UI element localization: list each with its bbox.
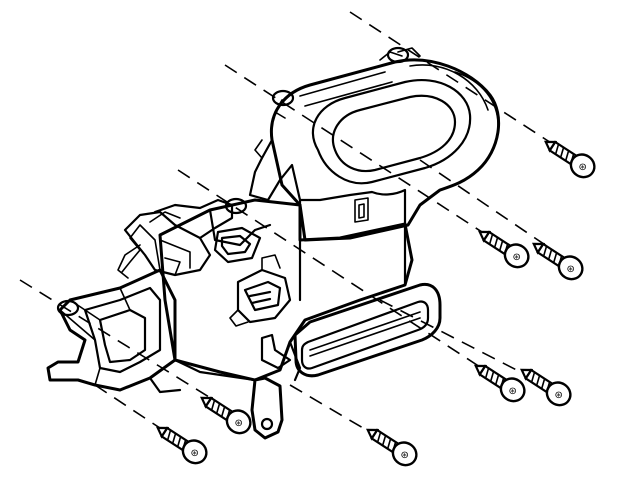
upper-duct-oval-inner — [332, 94, 457, 173]
svg-text:⊛: ⊛ — [400, 450, 408, 461]
upper-duct-ribs — [299, 64, 499, 131]
leader-line-middle — [177, 169, 501, 381]
screw-icon: ⊛ — [156, 426, 208, 465]
lower-outlet-ribs — [309, 311, 421, 357]
screws: ⊛ ⊛ ⊛ ⊛ ⊛ — [156, 140, 596, 467]
svg-text:⊛: ⊛ — [554, 390, 562, 401]
left-housing-inner — [83, 286, 162, 374]
leader-line-upper-center-2 — [419, 159, 561, 256]
screw-icon: ⊛ — [532, 242, 584, 281]
screw-icon: ⊛ — [200, 396, 252, 435]
lower-outlet-inner — [300, 300, 430, 370]
upper-duct-slot — [354, 197, 369, 223]
center-clip-tabs — [229, 254, 281, 327]
lower-outlet-duct — [293, 282, 442, 378]
svg-text:⊛: ⊛ — [566, 264, 574, 275]
base-flange — [148, 340, 302, 394]
boss-middle — [224, 197, 248, 215]
center-body-outline — [158, 198, 414, 382]
upper-duct-front-face — [298, 188, 407, 242]
leader-line-left — [19, 279, 231, 411]
leader-line-upper-center — [224, 64, 503, 246]
center-body-ridge — [208, 208, 407, 302]
svg-text:⊛: ⊛ — [512, 252, 520, 263]
svg-text:⊛: ⊛ — [190, 448, 198, 459]
screw-icon: ⊛ — [544, 140, 596, 179]
bottom-mount-bracket — [260, 333, 292, 370]
svg-text:⊛: ⊛ — [508, 386, 516, 397]
boss-upper-left — [271, 89, 295, 107]
left-top-clip-detail — [117, 211, 191, 279]
upper-duct-outline — [269, 58, 501, 242]
screw-icon: ⊛ — [474, 364, 526, 403]
svg-text:⊛: ⊛ — [578, 162, 586, 173]
screw-icon: ⊛ — [520, 368, 572, 407]
svg-text:⊛: ⊛ — [234, 418, 242, 429]
upper-duct-oval-outer — [311, 79, 472, 185]
boss-top-right — [386, 46, 410, 64]
leader-line-lower-right — [379, 299, 541, 383]
center-latch-bracket — [213, 226, 262, 264]
center-clip-block — [236, 268, 292, 324]
top-tab-assembly — [153, 198, 234, 240]
bottom-mount-leg — [250, 376, 284, 440]
module-housing — [46, 47, 501, 440]
left-housing-outline — [46, 268, 177, 392]
boss-left — [56, 299, 80, 317]
left-top-clip-assembly — [123, 210, 212, 277]
bottom-mount-hole — [260, 417, 274, 431]
leader-line-top-right — [349, 11, 586, 166]
screw-icon: ⊛ — [366, 428, 418, 467]
upper-duct-clips — [254, 47, 421, 159]
leader-line-bottom-center — [289, 384, 381, 439]
housing-bosses — [56, 46, 410, 317]
screw-icon: ⊛ — [478, 230, 530, 269]
left-bracket-frame — [98, 308, 147, 364]
left-housing-ribs — [59, 224, 161, 386]
upper-duct-left-shell — [248, 138, 302, 202]
